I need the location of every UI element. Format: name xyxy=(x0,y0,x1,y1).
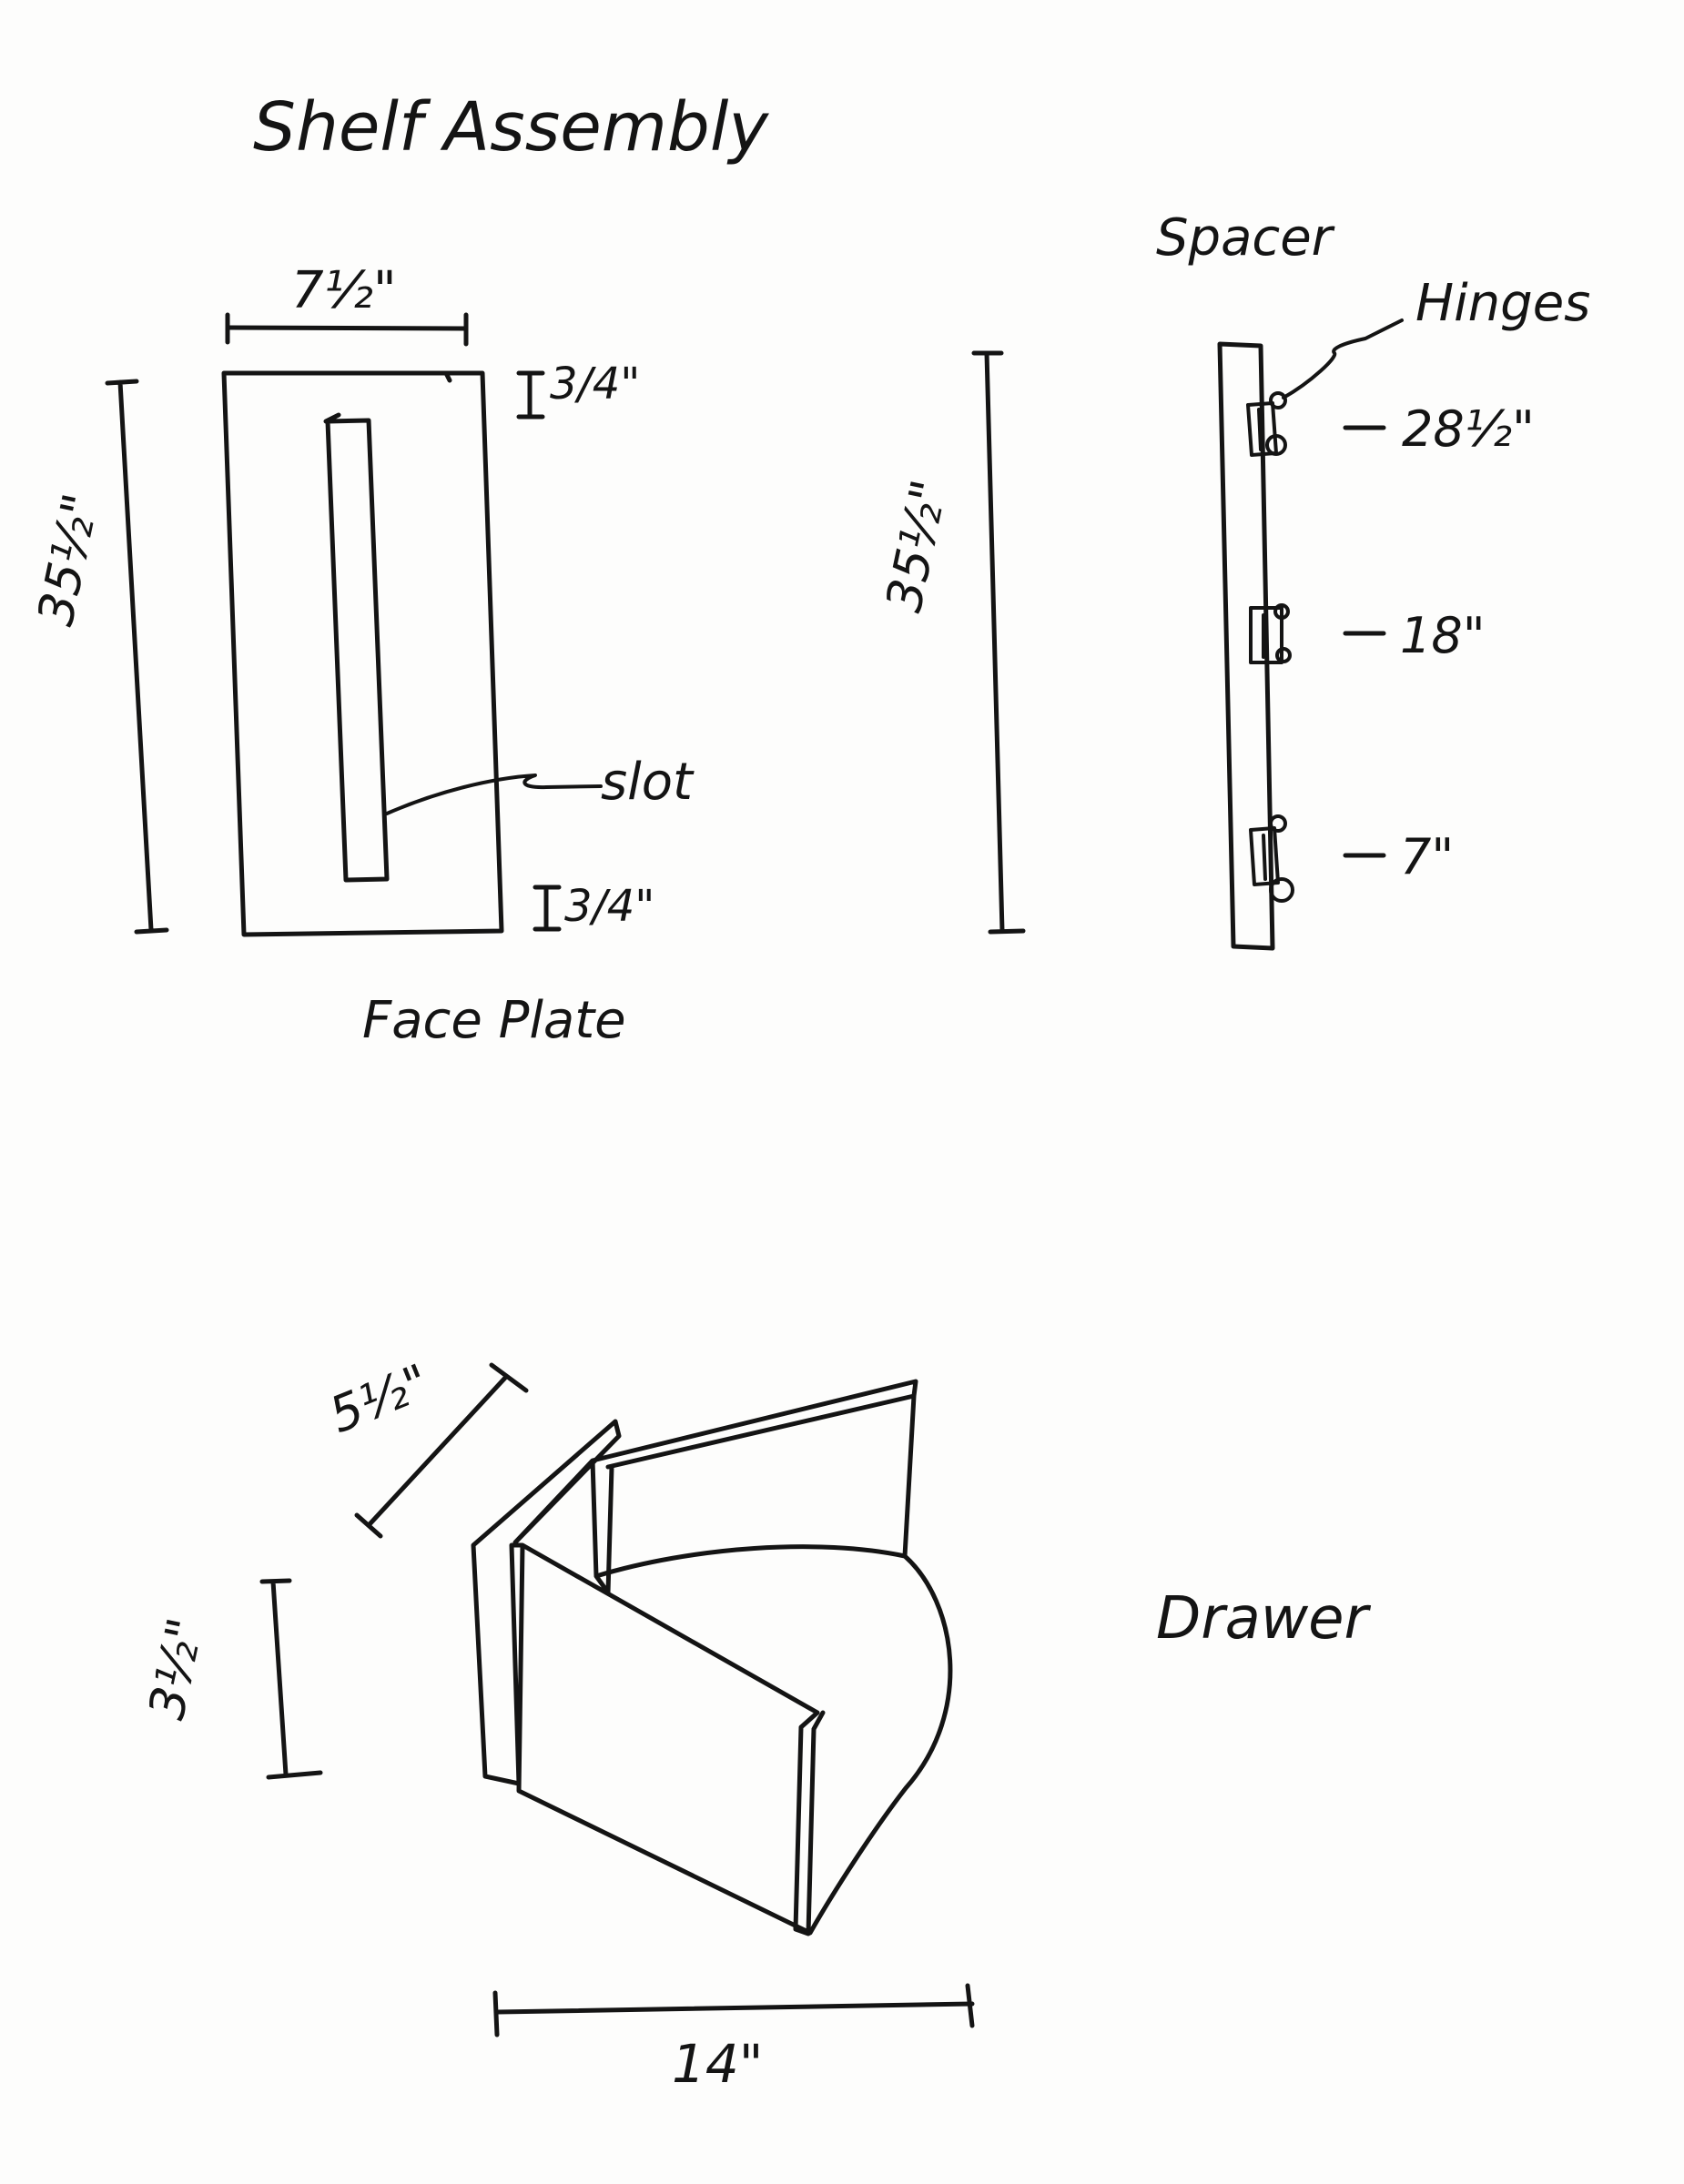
face-plate-drawing: 7½" 35½" 3/4" 3/4" slot Face Plate xyxy=(26,261,695,1050)
face-plate-label: Face Plate xyxy=(362,991,626,1050)
face-plate-width-label: 7½" xyxy=(291,261,397,320)
top-margin-dimension-mark xyxy=(516,370,545,420)
face-plate-height-label: 35½" xyxy=(26,489,110,631)
face-plate-width-dimension-line xyxy=(225,312,469,347)
hinge-top-position: 28½" xyxy=(1402,400,1535,458)
drawer-height-dimension-line xyxy=(259,1578,323,1780)
face-plate-slot xyxy=(323,412,390,883)
drawer-depth-label: 5½" xyxy=(321,1353,437,1444)
drawer-width-label: 14" xyxy=(672,2033,763,2095)
drawer-height-label: 3½" xyxy=(137,1613,215,1724)
spacer-height-label: 35½" xyxy=(875,475,959,617)
spacer-strip xyxy=(1217,341,1275,951)
drawer-drawing: 5½" 3½" 14" Drawer xyxy=(137,1353,1371,2095)
slot-leader-line xyxy=(385,774,603,815)
hinge-bottom-position: 7" xyxy=(1400,828,1454,885)
hinges-leader-line xyxy=(1282,318,1404,399)
face-plate-height-dimension-line xyxy=(105,379,169,935)
hinge-middle-position: 18" xyxy=(1400,607,1486,664)
spacer-drawing: Spacer 35½" Hinges 28½" 1 xyxy=(875,208,1590,951)
drawer-width-dimension-line xyxy=(492,1983,975,2037)
spacer-height-dimension-line xyxy=(971,350,1026,935)
drawer-label: Drawer xyxy=(1156,1585,1372,1653)
drawer-outline xyxy=(471,1379,953,1936)
top-margin-label: 3/4" xyxy=(550,359,640,410)
sketch-title: Shelf Assembly xyxy=(253,88,769,167)
hinges-label: Hinges xyxy=(1415,274,1590,333)
drawer-depth-dimension-line xyxy=(354,1362,529,1539)
hinge-bottom xyxy=(1249,814,1294,903)
hinge-middle xyxy=(1249,603,1292,664)
hinge-top xyxy=(1246,391,1287,457)
bottom-margin-dimension-mark xyxy=(533,885,562,932)
slot-label: slot xyxy=(601,753,695,812)
bottom-margin-label: 3/4" xyxy=(564,881,654,932)
face-plate-outline xyxy=(221,370,504,937)
spacer-label: Spacer xyxy=(1156,208,1335,268)
